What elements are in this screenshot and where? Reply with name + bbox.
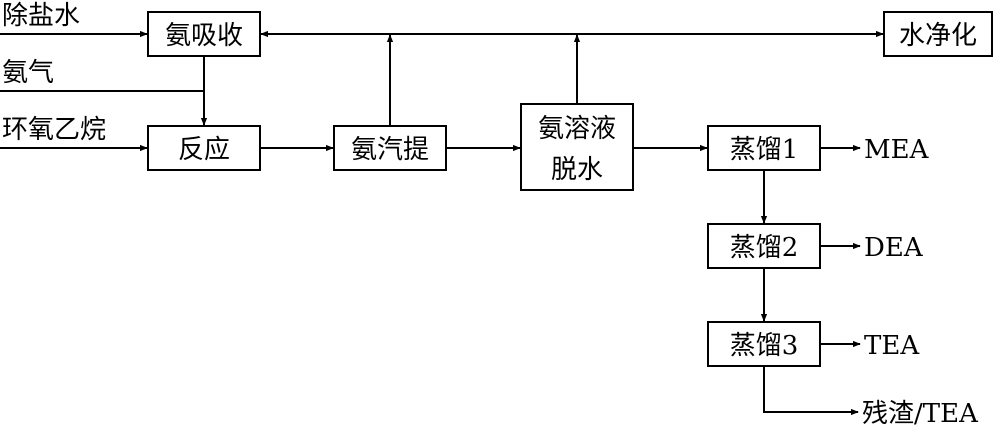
- ammonia-dehydration-label-line2: 脱水: [551, 155, 603, 185]
- flow-lines: [0, 30, 884, 416]
- residue-output-arrow: [763, 366, 859, 416]
- output-labels: MEA DEA TEA 残渣/TEA: [862, 135, 979, 429]
- process-boxes: [147, 11, 993, 367]
- reaction-label: 反应: [178, 135, 230, 165]
- ammonia-dehydration-label-line1: 氨溶液: [538, 114, 616, 144]
- mea-label: MEA: [864, 135, 930, 165]
- ethylene-oxide-label: 环氧乙烷: [2, 115, 106, 145]
- ammonia-gas-label: 氨气: [2, 58, 54, 88]
- ammonia-stripping-label: 氨汽提: [351, 135, 429, 165]
- distillation3-box: [707, 321, 821, 367]
- ammonia-absorption-label: 氨吸收: [165, 21, 243, 51]
- distillation3-label: 蒸馏3: [730, 331, 799, 361]
- input-labels: 除盐水 氨气 环氧乙烷: [2, 1, 106, 145]
- distillation1-box: [707, 125, 821, 171]
- residue-tea-label: 残渣/TEA: [862, 399, 979, 429]
- distillation2-label: 蒸馏2: [730, 233, 799, 263]
- dea-label: DEA: [864, 233, 924, 263]
- ammonia-absorption-box: [147, 11, 261, 57]
- water-purification-label: 水净化: [899, 21, 977, 51]
- distillation1-label: 蒸馏1: [730, 135, 799, 165]
- reaction-box: [147, 125, 261, 171]
- box-labels: 氨吸收 反应 氨汽提 氨溶液 脱水 水净化 蒸馏1 蒸馏2 蒸馏3: [165, 21, 977, 361]
- tea-label: TEA: [864, 331, 920, 361]
- desalted-water-label: 除盐水: [2, 1, 80, 31]
- water-purification-box: [883, 11, 993, 57]
